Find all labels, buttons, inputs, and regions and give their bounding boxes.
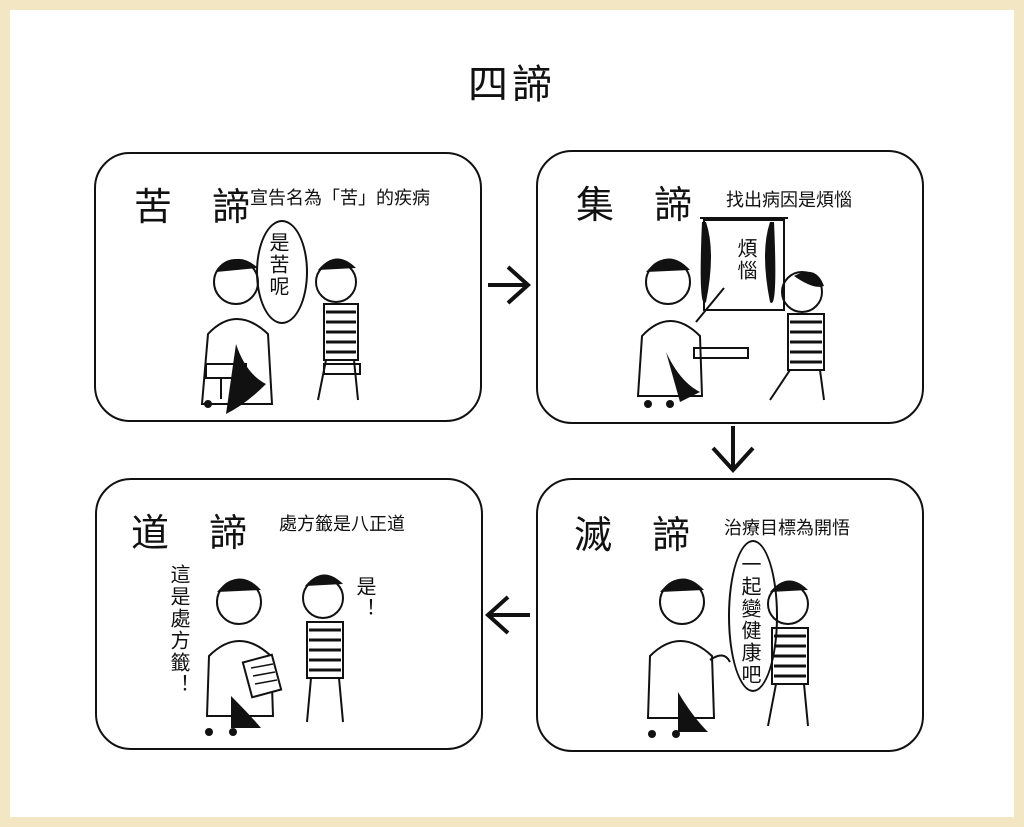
board-text: 煩惱: [734, 238, 758, 282]
xray-board-illustration: [636, 217, 825, 408]
speech-text: 一起變健康吧: [738, 554, 762, 686]
recovery-illustration: [646, 578, 809, 738]
panel-heading: 滅 諦: [574, 513, 705, 557]
panel-subtitle: 找出病因是煩惱: [726, 190, 852, 211]
arrow-right-icon: [488, 265, 531, 305]
patient-speech-text: 是！: [353, 576, 377, 620]
panel-cessation: 滅 諦 治療目標為開悟 一起變健康吧: [536, 478, 924, 752]
doctor-speech-text: 這是處方籤！: [167, 564, 191, 696]
speech-text: 是苦呢: [266, 232, 290, 298]
diagram-title: 四諦: [468, 62, 556, 108]
panel-heading: 苦 諦: [134, 185, 265, 229]
panel-heading: 道 諦: [131, 511, 262, 555]
arrow-left-icon: [485, 595, 530, 635]
prescription-illustration: [205, 574, 344, 736]
speech-bubble: [256, 220, 308, 324]
arrow-down-icon: [711, 426, 755, 473]
panel-subtitle: 處方籤是八正道: [279, 514, 405, 535]
panel-subtitle: 治療目標為開悟: [724, 518, 850, 539]
panel-origin: 集 諦 找出病因是煩惱 煩惱: [536, 150, 924, 424]
speech-bubble: [728, 540, 778, 692]
panel-path: 道 諦 處方籤是八正道 這是處方籤！ 是！: [95, 478, 483, 750]
panel-suffering: 苦 諦 宣告名為「苦」的疾病 是苦呢: [94, 152, 482, 422]
panel-heading: 集 諦: [576, 183, 707, 227]
panel-subtitle: 宣告名為「苦」的疾病: [250, 188, 430, 209]
doctor-patient-illustration: [200, 258, 361, 414]
